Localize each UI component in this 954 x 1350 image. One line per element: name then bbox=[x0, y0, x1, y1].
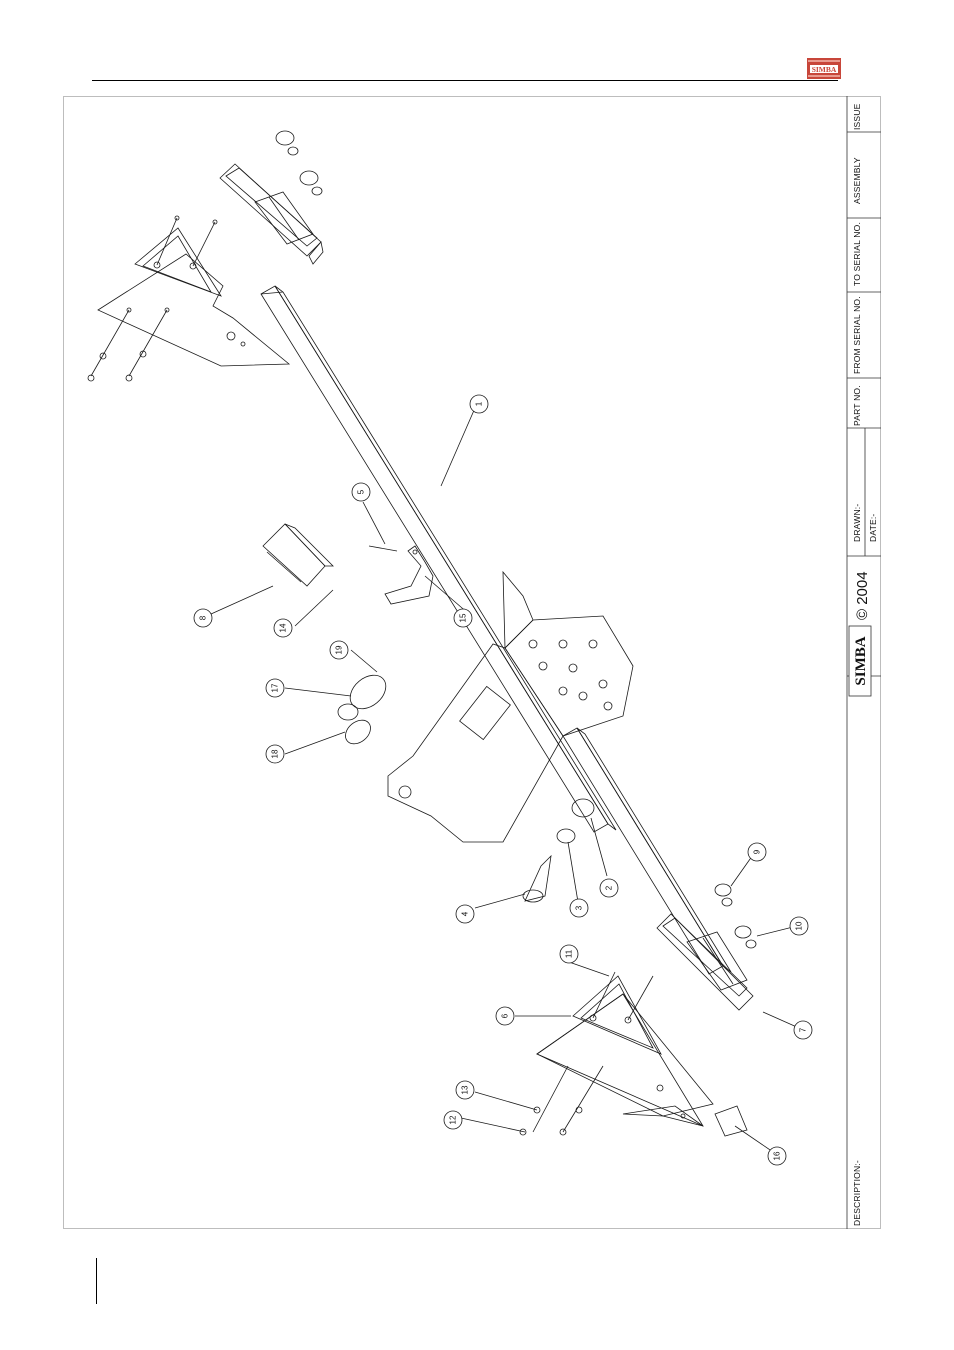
balloon-14: 14 bbox=[274, 619, 292, 637]
hitch-bracket bbox=[388, 572, 633, 842]
svg-text:4: 4 bbox=[461, 911, 470, 916]
drawn-label: DRAWN:- bbox=[852, 504, 862, 542]
upper-bulbs bbox=[276, 131, 322, 195]
svg-text:14: 14 bbox=[279, 623, 288, 632]
mounting-bracket bbox=[369, 546, 433, 604]
lower-reflector bbox=[520, 972, 661, 1135]
balloon-15: 15 bbox=[454, 609, 472, 627]
balloon-19: 19 bbox=[330, 641, 348, 659]
end-cap bbox=[715, 1106, 747, 1136]
svg-text:17: 17 bbox=[271, 683, 280, 692]
svg-text:13: 13 bbox=[461, 1085, 470, 1094]
from-serial-label: FROM SERIAL NO. bbox=[852, 296, 862, 374]
balloon-10: 10 bbox=[790, 917, 808, 935]
balloon-9: 9 bbox=[748, 843, 766, 861]
balloon-1: 1 bbox=[470, 395, 488, 413]
svg-text:3: 3 bbox=[575, 905, 584, 910]
svg-text:9: 9 bbox=[753, 849, 762, 854]
balloon-8: 8 bbox=[194, 609, 212, 627]
balloon-6: 6 bbox=[496, 1007, 514, 1025]
balloon-11: 11 bbox=[560, 945, 578, 963]
svg-text:SIMBA: SIMBA bbox=[853, 636, 869, 685]
svg-text:6: 6 bbox=[501, 1013, 510, 1018]
svg-text:12: 12 bbox=[449, 1115, 458, 1124]
lower-tail-lamp bbox=[657, 914, 753, 1010]
balloon-2: 2 bbox=[600, 879, 618, 897]
leader-lines bbox=[211, 408, 799, 1154]
svg-text:11: 11 bbox=[565, 949, 574, 958]
assembly-label: ASSEMBLY bbox=[852, 157, 862, 204]
svg-text:15: 15 bbox=[459, 613, 468, 622]
main-drawbar bbox=[261, 286, 731, 974]
svg-text:5: 5 bbox=[357, 489, 366, 494]
part-no-label: PART NO. bbox=[852, 385, 862, 426]
balloon-12: 12 bbox=[444, 1111, 462, 1129]
svg-text:1: 1 bbox=[475, 401, 484, 406]
svg-text:2: 2 bbox=[605, 885, 614, 890]
svg-text:10: 10 bbox=[795, 921, 804, 930]
balloon-17: 17 bbox=[266, 679, 284, 697]
lower-plate bbox=[537, 994, 713, 1126]
svg-text:18: 18 bbox=[271, 749, 280, 758]
balloon-5: 5 bbox=[352, 483, 370, 501]
upper-plate bbox=[98, 254, 289, 366]
description-label: DESCRIPTION:- bbox=[852, 1160, 862, 1226]
exploded-assembly-drawing: 1 2 3 4 5 6 7 8 9 10 11 12 13 14 15 16 1… bbox=[63, 96, 881, 1229]
svg-text:7: 7 bbox=[799, 1027, 808, 1032]
upper-reflector bbox=[88, 216, 221, 381]
footer-rule bbox=[96, 1258, 97, 1304]
balloon-4: 4 bbox=[456, 905, 474, 923]
socket-assembly bbox=[338, 668, 392, 748]
balloon-7: 7 bbox=[794, 1021, 812, 1039]
junction-box bbox=[263, 524, 333, 586]
date-label: DATE:- bbox=[868, 514, 878, 542]
simba-logo-title-block: SIMBA bbox=[849, 626, 871, 696]
balloon-3: 3 bbox=[570, 899, 588, 917]
copyright-text: © 2004 bbox=[854, 571, 871, 620]
header-rule bbox=[92, 80, 838, 81]
svg-text:16: 16 bbox=[773, 1151, 782, 1160]
simba-logo-header: SIMBA bbox=[807, 58, 841, 79]
issue-label: ISSUE bbox=[852, 103, 862, 130]
balloon-16: 16 bbox=[768, 1147, 786, 1165]
balloon-18: 18 bbox=[266, 745, 284, 763]
to-serial-label: TO SERIAL NO. bbox=[852, 222, 862, 286]
upper-tail-lamp bbox=[220, 164, 323, 264]
svg-text:SIMBA: SIMBA bbox=[812, 65, 837, 74]
svg-text:8: 8 bbox=[199, 615, 208, 620]
svg-text:19: 19 bbox=[335, 645, 344, 654]
balloon-13: 13 bbox=[456, 1081, 474, 1099]
part-balloons: 1 2 3 4 5 6 7 8 9 10 11 12 13 14 15 16 1… bbox=[194, 395, 812, 1165]
